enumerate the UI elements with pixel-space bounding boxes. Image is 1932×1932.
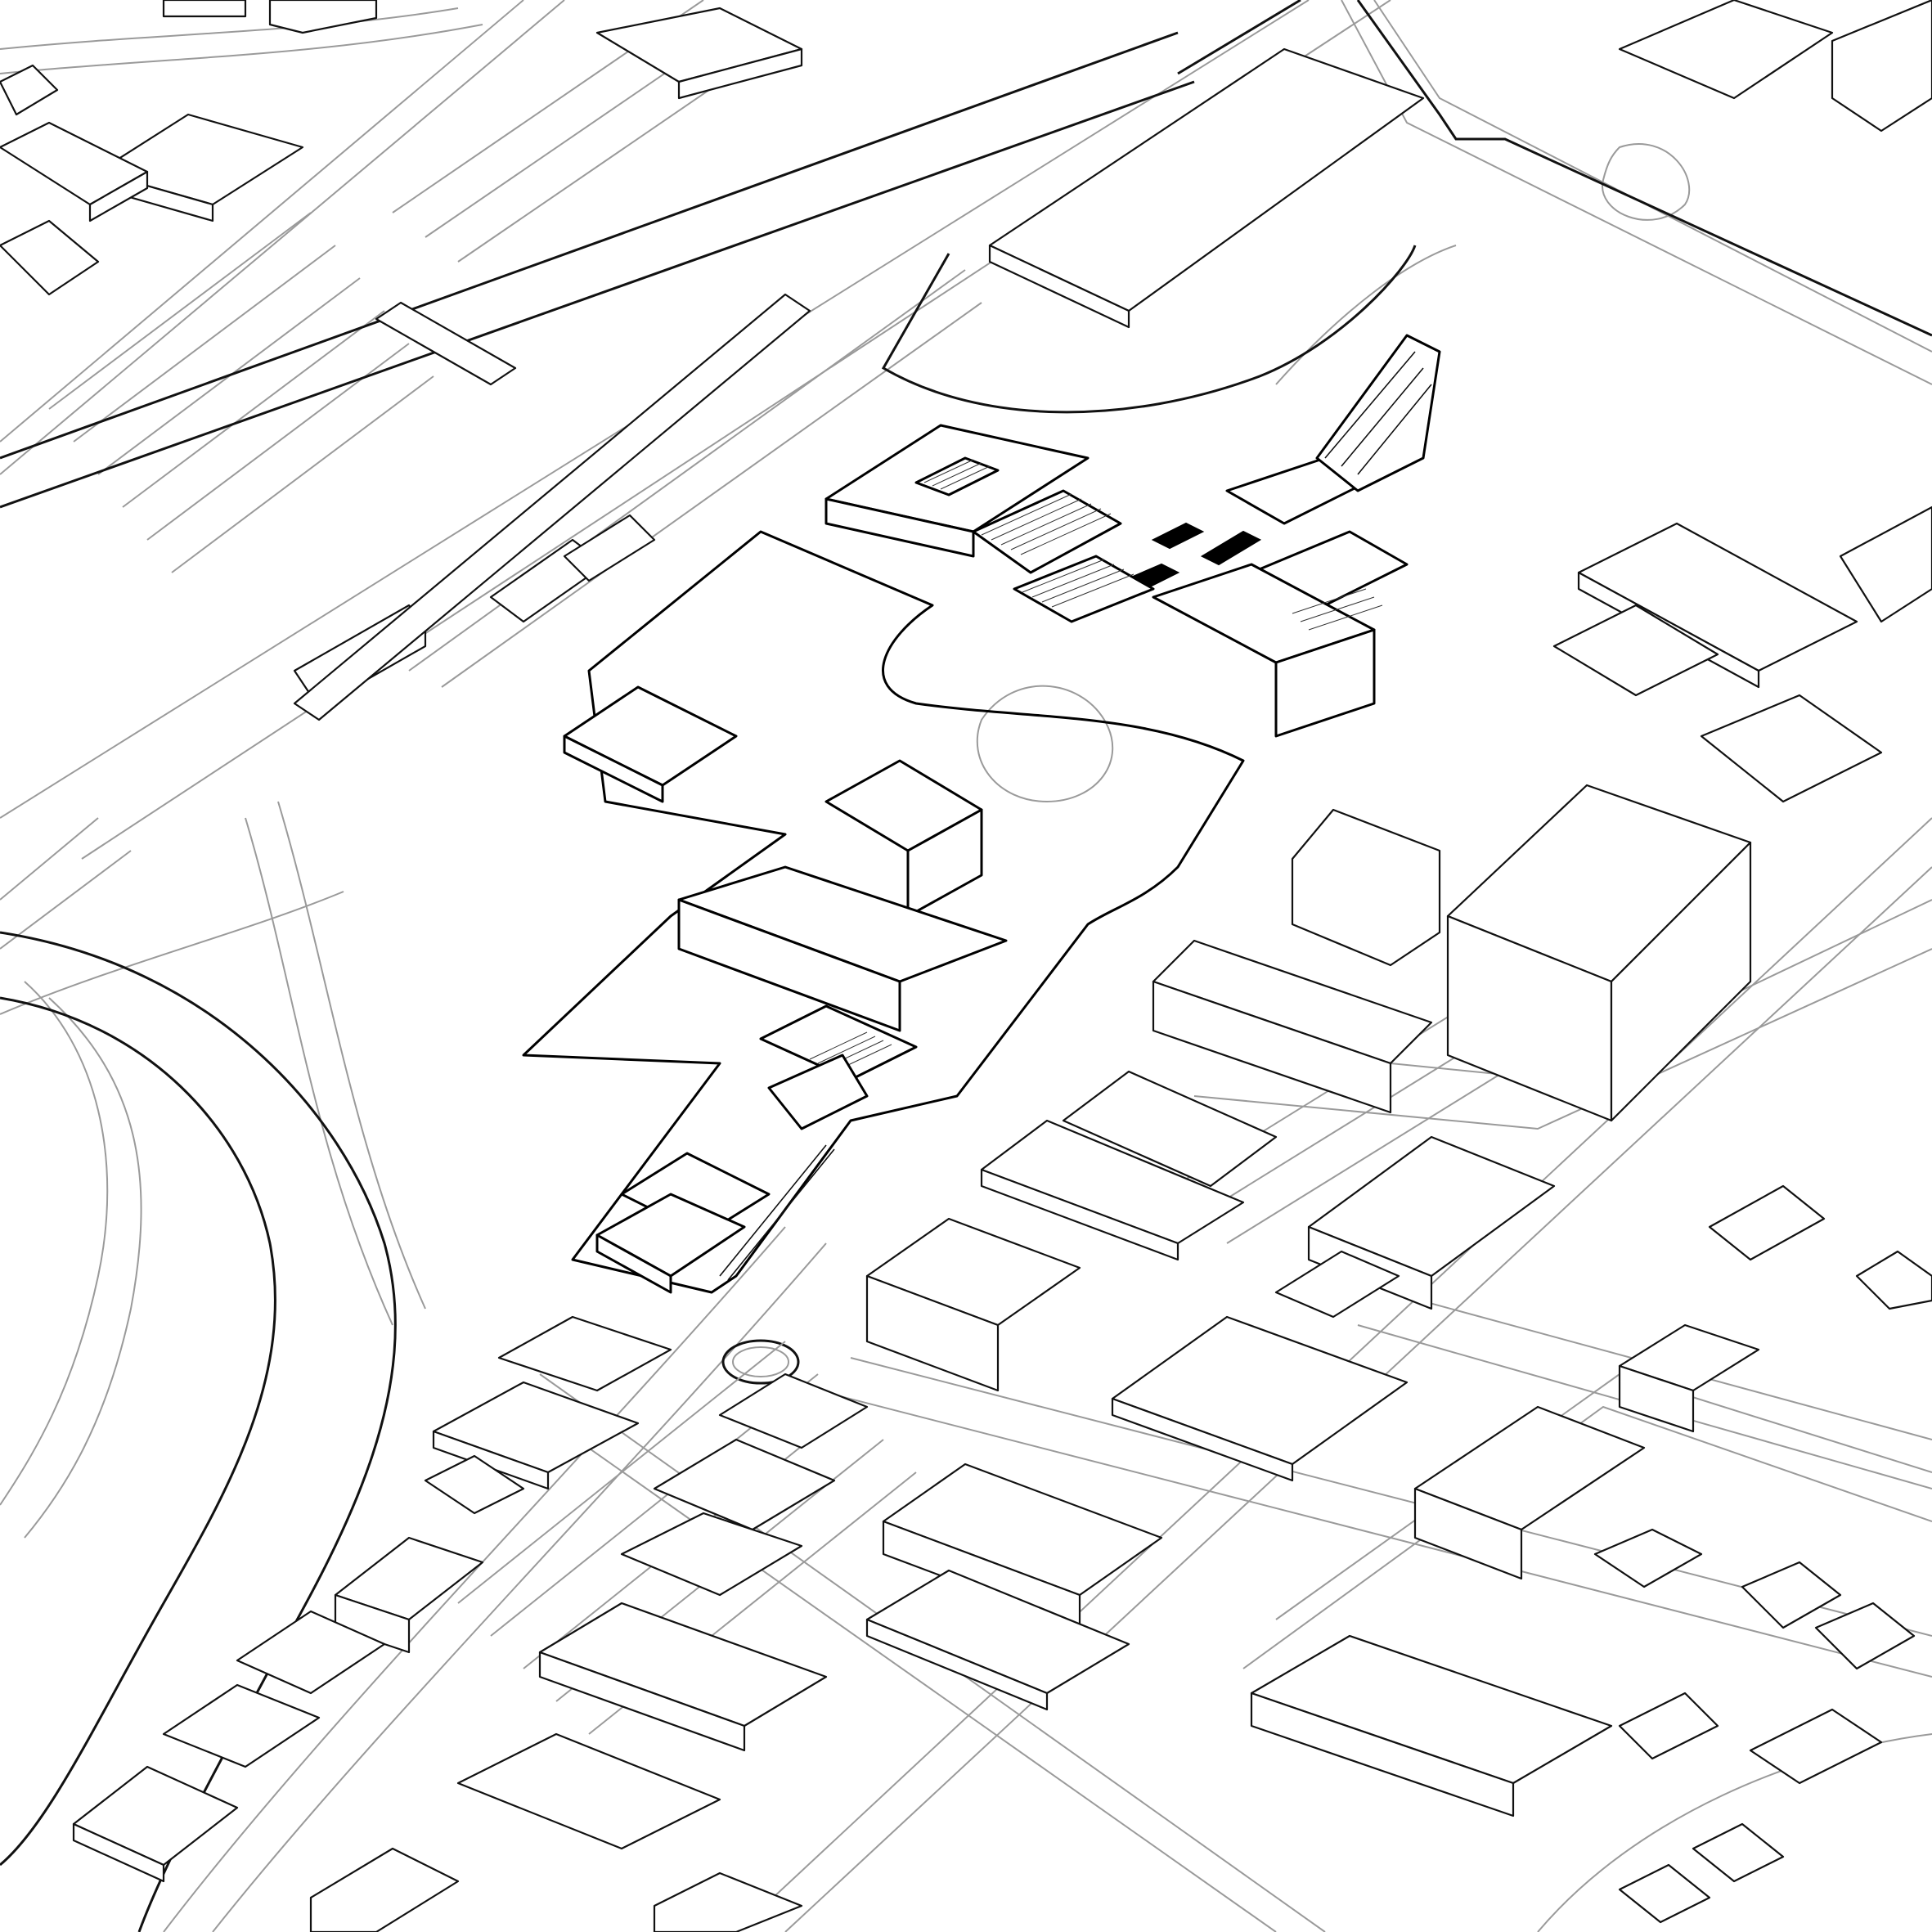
- north-road-edge: [1356, 0, 1932, 337]
- building: [497, 1315, 672, 1392]
- building: [1552, 604, 1719, 697]
- building: [563, 514, 656, 582]
- rail-line-3: [1177, 0, 1301, 75]
- tower-face-right: [1610, 841, 1752, 1122]
- building: [0, 219, 100, 296]
- building: [718, 1373, 869, 1449]
- building: [1855, 1250, 1932, 1310]
- upper-site-boundary: [881, 245, 1417, 414]
- building: [309, 1847, 460, 1932]
- building: [653, 1438, 836, 1531]
- building: [1618, 0, 1834, 100]
- building: [456, 1732, 721, 1850]
- focus-building-sawtooth-2: [1013, 555, 1155, 623]
- building: [0, 64, 59, 116]
- building: [162, 1683, 321, 1768]
- building: [1741, 1561, 1842, 1629]
- building: [653, 1871, 803, 1932]
- building: [1831, 0, 1932, 133]
- roof-skylight: [914, 456, 1000, 496]
- focus-building-wedge: [1315, 334, 1441, 492]
- building: [1700, 694, 1883, 803]
- building: [1274, 1250, 1400, 1319]
- rail-line-1: [0, 31, 1179, 460]
- building: [1814, 1602, 1916, 1670]
- building: [1618, 1692, 1719, 1760]
- building: [1593, 1528, 1703, 1588]
- building: [1749, 1708, 1883, 1785]
- focus-precinct-buildings: [563, 334, 1441, 1294]
- building: [1692, 1822, 1785, 1883]
- building: [236, 1610, 386, 1695]
- river-edge-upper: [0, 996, 276, 1867]
- building: [268, 0, 378, 34]
- building: [1708, 1184, 1826, 1261]
- river-edge-lower: [0, 931, 397, 1932]
- focus-building-sawtooth: [972, 489, 1122, 574]
- building: [1839, 505, 1932, 623]
- building: [620, 1512, 803, 1597]
- roundabout: [721, 1339, 800, 1385]
- rail-line-2: [0, 80, 1195, 509]
- focus-building: [563, 685, 738, 787]
- precinct-boundary: [522, 530, 1245, 1294]
- building: [162, 0, 247, 18]
- building: [1062, 1070, 1278, 1188]
- building: [1618, 1863, 1711, 1924]
- building: [1111, 1315, 1409, 1466]
- building: [424, 1454, 525, 1515]
- platform-building: [293, 293, 811, 721]
- focus-building: [767, 1054, 869, 1130]
- building: [375, 301, 517, 386]
- warehouse-large: [988, 47, 1425, 312]
- building: [1291, 808, 1441, 967]
